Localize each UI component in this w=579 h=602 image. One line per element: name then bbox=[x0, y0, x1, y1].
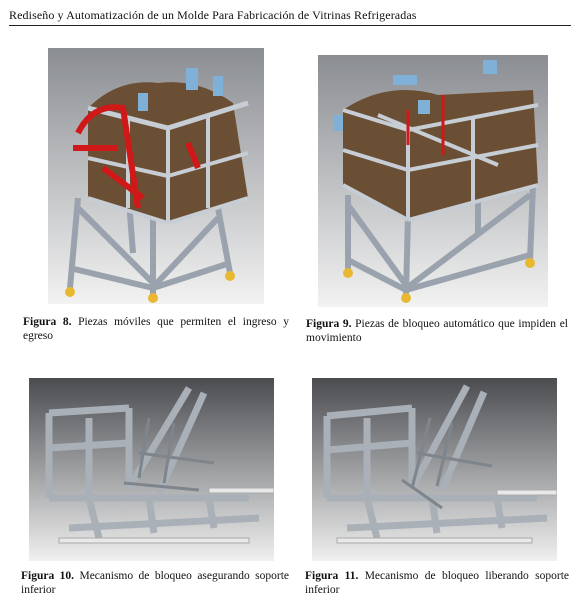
running-header: Rediseño y Automatización de un Molde Pa… bbox=[9, 7, 571, 26]
figure-11-image bbox=[312, 378, 557, 561]
figure-11-caption: Figura 11. Mecanismo de bloqueo liberand… bbox=[305, 569, 569, 597]
figure-8-label: Figura 8. bbox=[23, 316, 72, 328]
figure-10-caption: Figura 10. Mecanismo de bloqueo aseguran… bbox=[21, 569, 289, 597]
running-title: Rediseño y Automatización de un Molde Pa… bbox=[9, 8, 417, 22]
figure-8-text: Piezas móviles que permiten el ingreso y… bbox=[23, 316, 289, 342]
figure-10-label: Figura 10. bbox=[21, 570, 75, 582]
figure-8-image bbox=[48, 48, 264, 304]
figure-8-caption: Figura 8. Piezas móviles que permiten el… bbox=[23, 315, 289, 343]
figure-11-label: Figura 11. bbox=[305, 570, 359, 582]
figure-10-text: Mecanismo de bloqueo asegurando soporte … bbox=[21, 570, 289, 596]
figure-11-text: Mecanismo de bloqueo liberando soporte i… bbox=[305, 570, 570, 596]
figure-9-caption: Figura 9. Piezas de bloqueo automático q… bbox=[306, 317, 568, 345]
figure-9-label: Figura 9. bbox=[306, 318, 352, 330]
figure-9-text: Piezas de bloqueo automático que impiden… bbox=[306, 318, 569, 344]
figure-10-image bbox=[29, 378, 274, 561]
figure-9-image bbox=[318, 55, 548, 307]
